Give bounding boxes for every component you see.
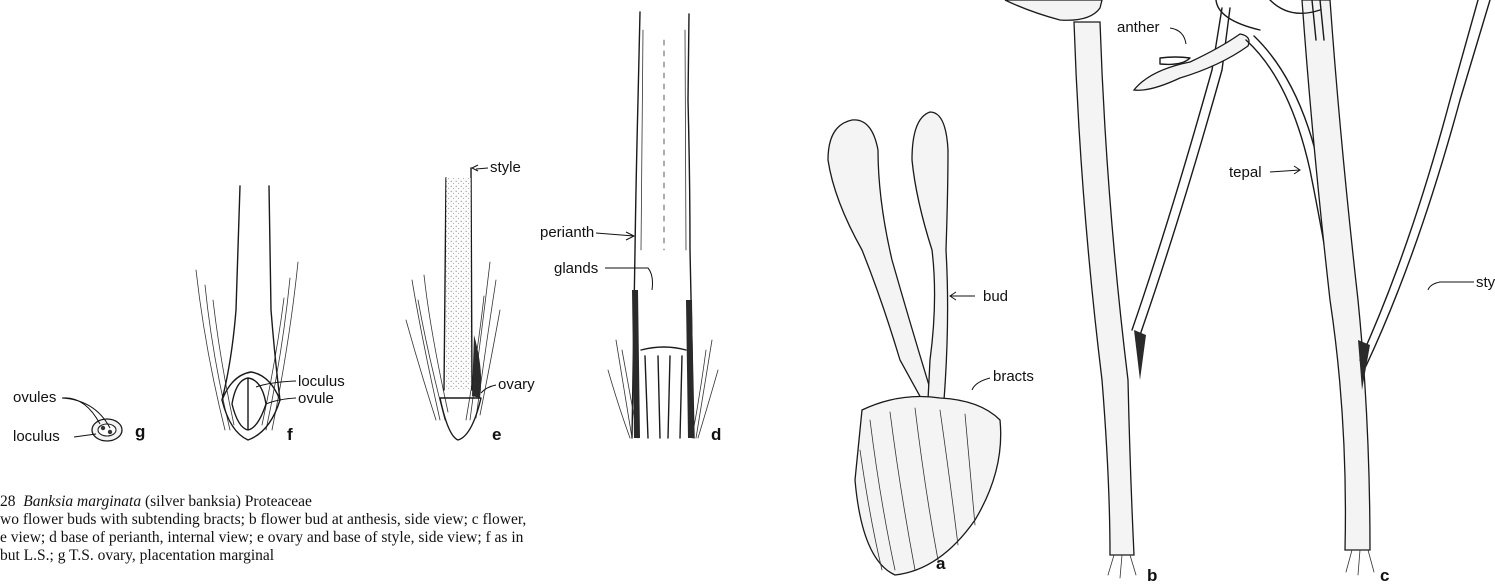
label-loculus-f: loculus [298, 373, 345, 390]
panel-e-ovary-and-style: style ovary e [406, 159, 535, 444]
label-tepal: tepal [1229, 164, 1262, 181]
panel-c-open-flower: anther tepal style c [1117, 0, 1495, 584]
caption-species: Banksia marginata [23, 493, 141, 510]
panel-letter-e: e [492, 425, 501, 444]
label-loculus-g: loculus [13, 428, 60, 445]
label-perianth: perianth [540, 224, 594, 241]
label-ovules: ovules [13, 389, 56, 406]
panel-letter-c: c [1380, 566, 1389, 584]
caption-line-2: wo flower buds with subtending bracts; b… [0, 511, 800, 529]
panel-letter-a: a [936, 554, 946, 573]
caption-line-3: e view; d base of perianth, internal vie… [0, 529, 800, 547]
panel-f-longitudinal-section: loculus ovule f [196, 186, 345, 444]
panel-g-ovary-cross-section: ovules loculus g [13, 389, 145, 445]
panel-letter-f: f [287, 425, 293, 444]
panel-b-bud-at-anthesis: b [1005, 0, 1230, 584]
figure-caption: 28 Banksia marginata (silver banksia) Pr… [0, 493, 800, 565]
label-anther: anther [1117, 19, 1160, 36]
label-bracts: bracts [993, 368, 1034, 385]
label-style-c: style [1476, 274, 1495, 291]
caption-title-line: 28 Banksia marginata (silver banksia) Pr… [0, 493, 800, 511]
label-ovary: ovary [498, 376, 535, 393]
caption-common-name: (silver banksia) Proteaceae [145, 493, 312, 510]
panel-letter-d: d [711, 425, 721, 444]
label-style-e: style [490, 159, 521, 176]
caption-line-4: but L.S.; g T.S. ovary, placentation mar… [0, 547, 800, 565]
panel-d-perianth-base: perianth glands d [540, 12, 721, 444]
label-ovule: ovule [298, 390, 334, 407]
caption-number: 28 [0, 493, 16, 510]
panel-letter-b: b [1147, 566, 1157, 584]
panel-a-flower-buds: bud bracts a [828, 112, 1034, 575]
label-bud: bud [983, 288, 1008, 305]
panel-letter-g: g [135, 422, 145, 441]
label-glands: glands [554, 260, 598, 277]
